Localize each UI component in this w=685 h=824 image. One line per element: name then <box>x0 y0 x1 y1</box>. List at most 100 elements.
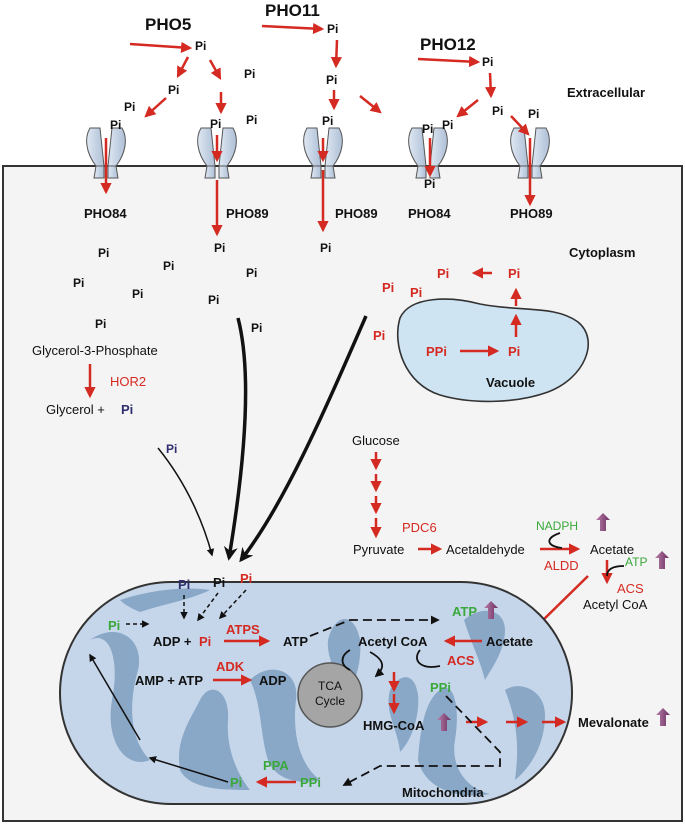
acetyl-coa-cytoplasm: Acetyl CoA <box>583 597 648 612</box>
region-extracellular: Extracellular <box>567 85 645 100</box>
pi-label: Pi <box>442 118 453 132</box>
pi-label: Pi <box>528 107 539 121</box>
pi-label: Pi <box>213 575 225 590</box>
gene-pho11: PHO11 <box>265 1 320 20</box>
atp-cofactor-arc <box>606 565 625 577</box>
pi-label: Pi <box>132 287 143 301</box>
tca-cycle <box>297 662 363 728</box>
pi-label: Pi <box>424 177 435 191</box>
extracellular-arrows <box>129 22 530 136</box>
pi-label: Pi <box>327 22 338 36</box>
pi-label: Pi <box>121 402 133 417</box>
tca-label-line2: Cycle <box>315 694 345 708</box>
acetyl-coa-tca-arc <box>369 651 385 678</box>
pi-flow-arrow <box>239 315 368 563</box>
transporter-label: PHO89 <box>335 206 378 221</box>
region-cytoplasm: Cytoplasm <box>569 245 635 260</box>
ppi-release-arc <box>416 649 441 668</box>
vacuole-ppi: PPi <box>426 344 447 359</box>
transport-arrows <box>100 135 536 237</box>
acetaldehyde: Acetaldehyde <box>446 542 525 557</box>
atp-green: ATP <box>452 604 477 619</box>
ppi-dashed-arrow <box>342 695 501 786</box>
pi-label: Pi <box>110 118 121 132</box>
acetate-mito: Acetate <box>486 634 533 649</box>
pi-label: Pi <box>195 39 206 53</box>
enzyme-acs-mito: ACS <box>447 653 475 668</box>
gene-pho12: PHO12 <box>420 35 476 54</box>
atp-cytoplasm: ATP <box>625 555 647 569</box>
pi-green: Pi <box>108 618 120 633</box>
pyruvate: Pyruvate <box>353 542 404 557</box>
cristae <box>90 588 545 796</box>
pi-label: Pi <box>437 266 449 281</box>
enzyme-aldd: ALDD <box>544 558 579 573</box>
pi-label: Pi <box>124 100 135 114</box>
cytoplasm-pi-labels: Pi Pi Pi Pi Pi Pi Pi Pi Pi Pi <box>73 241 331 335</box>
transporter-labels: PHO84 PHO89 PHO89 PHO84 PHO89 <box>84 206 553 221</box>
pi-label: Pi <box>98 246 109 260</box>
hmg-coa: HMG-CoA <box>363 718 425 733</box>
pi-flow-arrow <box>157 447 215 557</box>
pi-label: Pi <box>95 317 106 331</box>
nadph: NADPH <box>536 519 578 533</box>
pi-label: Pi <box>214 241 225 255</box>
pi-label: Pi <box>199 634 211 649</box>
vacuole-pi: Pi <box>508 344 520 359</box>
mevalonate: Mevalonate <box>578 715 649 730</box>
pi-green-recycled: Pi <box>230 775 242 790</box>
enzyme-atps: ATPS <box>226 622 260 637</box>
pi-label: Pi <box>322 114 333 128</box>
ppi-green-mito: PPi <box>430 680 451 695</box>
pi-label: Pi <box>240 571 252 586</box>
region-vacuole: Vacuole <box>486 375 535 390</box>
pi-label: Pi <box>320 241 331 255</box>
acetate-cytoplasm: Acetate <box>590 542 634 557</box>
glycerol-3-phosphate: Glycerol-3-Phosphate <box>32 343 158 358</box>
pi-label: Pi <box>382 280 394 295</box>
acetyl-coa-mito: Acetyl CoA <box>358 634 428 649</box>
pi-label: Pi <box>208 293 219 307</box>
pi-label: Pi <box>410 285 422 300</box>
atp-mito: ATP <box>283 634 308 649</box>
nadph-cofactor-arc <box>548 532 563 549</box>
acetyl-coa-tca-arc <box>341 649 351 671</box>
ppi-green: PPi <box>300 775 321 790</box>
transporter-label: PHO89 <box>510 206 553 221</box>
recycle-arrow <box>89 653 141 741</box>
pi-label: Pi <box>482 55 493 69</box>
extracellular-pi-labels: Pi Pi Pi Pi Pi Pi Pi Pi Pi Pi Pi Pi Pi P… <box>110 22 539 191</box>
pi-label: Pi <box>422 122 433 136</box>
amp-plus-atp: AMP + ATP <box>135 673 203 688</box>
pi-label: Pi <box>246 266 257 280</box>
pi-label: Pi <box>168 83 179 97</box>
tca-label-line1: TCA <box>318 679 342 693</box>
acetate-import-arrow <box>536 575 589 627</box>
pi-import-arrows <box>126 589 247 628</box>
adp-plus: ADP + <box>153 634 192 649</box>
glycerol-product: Glycerol + <box>46 402 105 417</box>
gene-pho5: PHO5 <box>145 15 191 34</box>
pi-label: Pi <box>178 577 190 592</box>
adp-mito: ADP <box>259 673 287 688</box>
pi-label: Pi <box>244 67 255 81</box>
enzyme-adk: ADK <box>216 659 245 674</box>
transporter-label: PHO84 <box>84 206 127 221</box>
enzyme-acs: ACS <box>617 581 644 596</box>
pi-label: Pi <box>373 328 385 343</box>
enzyme-pdc6: PDC6 <box>402 520 437 535</box>
region-mitochondria: Mitochondria <box>402 785 484 800</box>
pi-label: Pi <box>251 321 262 335</box>
enzyme-hor2: HOR2 <box>110 374 146 389</box>
transporter-label: PHO89 <box>226 206 269 221</box>
pi-label: Pi <box>326 73 337 87</box>
recycle-arrow <box>148 756 229 783</box>
pi-label: Pi <box>163 259 174 273</box>
pi-label: Pi <box>210 117 221 131</box>
pi-label: Pi <box>73 276 84 290</box>
glucose: Glucose <box>352 433 400 448</box>
pi-flow-arrow <box>223 317 248 561</box>
enzyme-ppa: PPA <box>263 758 289 773</box>
pi-label: Pi <box>166 442 177 456</box>
